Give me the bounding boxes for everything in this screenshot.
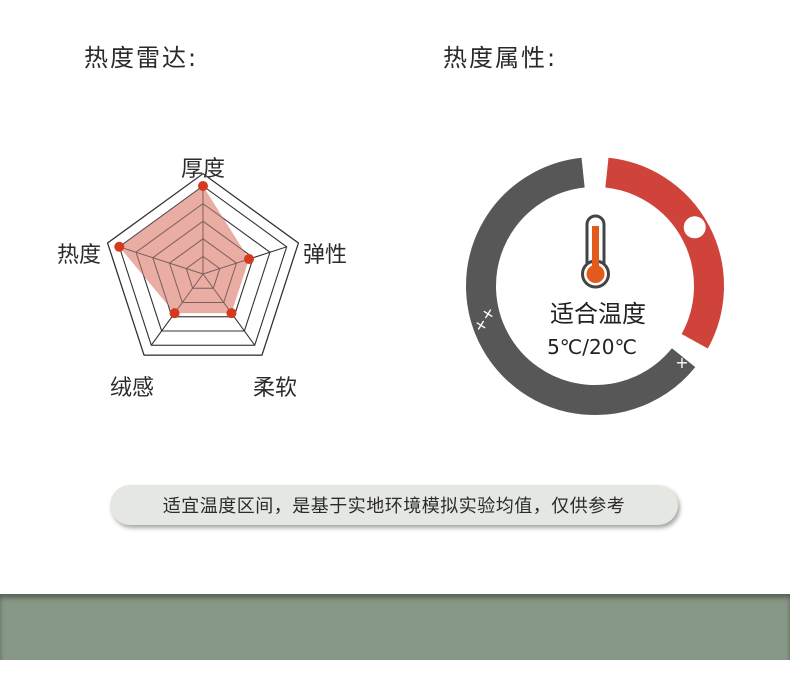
radar-point-2 [244,254,255,265]
radar-point-4 [169,308,180,319]
radar-axis-label-5: 热度 [57,243,101,268]
radar-outer-ring [106,172,300,356]
gauge-knob [683,216,706,239]
radar-spoke-5 [119,246,204,275]
attribute-section-title: 热度属性: [443,44,558,72]
footer-bar [0,594,790,660]
radar-axis-label-4: 绒感 [110,376,154,401]
radar-axis-label-2: 弹性 [303,243,347,268]
radar-ring-1 [118,185,288,346]
radar-ring-4 [168,238,238,303]
gauge-center-label: 适合温度 [550,300,646,328]
radar-axis-label-3: 柔软 [253,376,297,401]
radar-point-5 [114,241,125,252]
radar-ring-3 [152,220,254,318]
radar-axis-label-1: 厚度 [181,157,225,182]
temperature-gauge: ++ + 适合温度 5℃/20℃ [466,157,724,415]
radar-ring-5 [185,255,221,289]
gauge-temperature-range: 5℃/20℃ [547,335,637,359]
disclaimer-note: 适宜温度区间，是基于实地环境模拟实验均值，仅供参考 [110,485,678,525]
radar-ring-2 [135,202,271,332]
gauge-inactive-arc [466,157,696,415]
radar-data-area [119,186,250,314]
radar-point-3 [226,308,237,319]
thermometer-icon [581,214,610,289]
gauge-plus-mark-bottom: + [675,353,688,372]
radar-point-1 [198,181,208,191]
radar-grid [106,172,300,356]
radar-section-title: 热度雷达: [84,44,199,72]
